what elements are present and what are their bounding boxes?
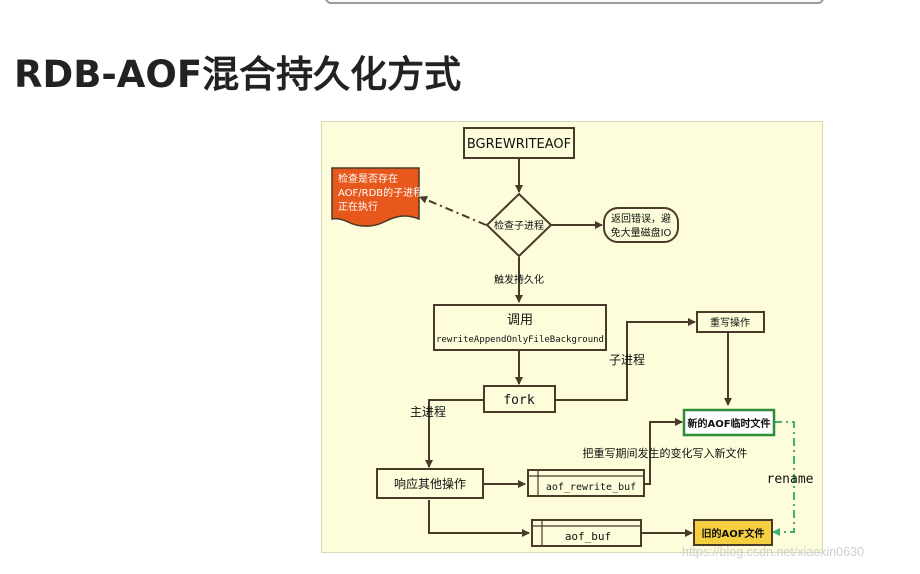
- aof-buf-label: aof_buf: [565, 530, 611, 543]
- watermark: https://blog.csdn.net/xiaoxin0630: [682, 545, 865, 559]
- check-note: 检查是否存在 AOF/RDB的子进程 正在执行: [331, 167, 423, 227]
- old-aof-label: 旧的AOF文件: [701, 527, 764, 540]
- rewrite-op-node: 重写操作: [696, 311, 765, 333]
- check-process-label: 检查子进程: [494, 219, 544, 232]
- rewrite-op-label: 重写操作: [710, 316, 750, 329]
- connector-lines: [419, 158, 732, 537]
- arrow-fork-to-rewrite: [555, 318, 696, 401]
- arrow-fork-to-respond: [425, 399, 484, 468]
- top-scroll-frame: [325, 0, 824, 4]
- note-line-1: 检查是否存在: [338, 172, 398, 185]
- return-line-2: 免大量磁盘IO: [611, 226, 672, 239]
- aof-buf-node: aof_buf: [531, 519, 642, 547]
- return-line-1: 返回错误，避: [611, 212, 671, 225]
- old-aof-node: 旧的AOF文件: [693, 519, 773, 546]
- fork-label: fork: [503, 393, 534, 408]
- trigger-label: 触发持久化: [494, 273, 544, 286]
- new-aof-label: 新的AOF临时文件: [687, 417, 770, 430]
- fork-node: fork: [483, 385, 556, 413]
- respond-label: 响应其他操作: [394, 476, 466, 491]
- flowchart-diagram: BGREWRITEAOF 检查是否存在 AOF/RDB的子进程 正在执行 检查子…: [321, 121, 823, 553]
- start-node: BGREWRITEAOF: [463, 127, 575, 159]
- call-label: 调用: [507, 313, 533, 328]
- child-process-label: 子进程: [609, 352, 645, 367]
- arrow-rename: [772, 421, 795, 536]
- page-title: RDB-AOF混合持久化方式: [14, 53, 462, 96]
- flowchart-svg: BGREWRITEAOF 检查是否存在 AOF/RDB的子进程 正在执行 检查子…: [331, 127, 814, 547]
- call-node: 调用 rewriteAppendOnlyFileBackground: [433, 304, 607, 351]
- rename-label: rename: [767, 472, 814, 487]
- aof-rewrite-buf-label: aof_rewrite_buf: [546, 482, 636, 493]
- respond-node: 响应其他操作: [376, 468, 484, 499]
- call-function-name: rewriteAppendOnlyFileBackground: [436, 335, 604, 345]
- arrow-rewritebuf-to-newaof: [644, 418, 683, 485]
- note-line-3: 正在执行: [338, 200, 378, 213]
- main-process-label: 主进程: [410, 404, 446, 419]
- new-aof-node: 新的AOF临时文件: [682, 408, 776, 437]
- arrow-check-to-note: [419, 196, 487, 226]
- start-label: BGREWRITEAOF: [467, 137, 571, 152]
- write-changes-label: 把重写期间发生的变化写入新文件: [583, 446, 748, 460]
- check-process-decision: 检查子进程: [485, 192, 553, 258]
- note-line-2: AOF/RDB的子进程: [338, 186, 423, 199]
- arrow-respond-to-aofbuf: [428, 500, 530, 537]
- aof-rewrite-buf-node: aof_rewrite_buf: [527, 469, 645, 497]
- return-error-node: 返回错误，避 免大量磁盘IO: [603, 207, 679, 243]
